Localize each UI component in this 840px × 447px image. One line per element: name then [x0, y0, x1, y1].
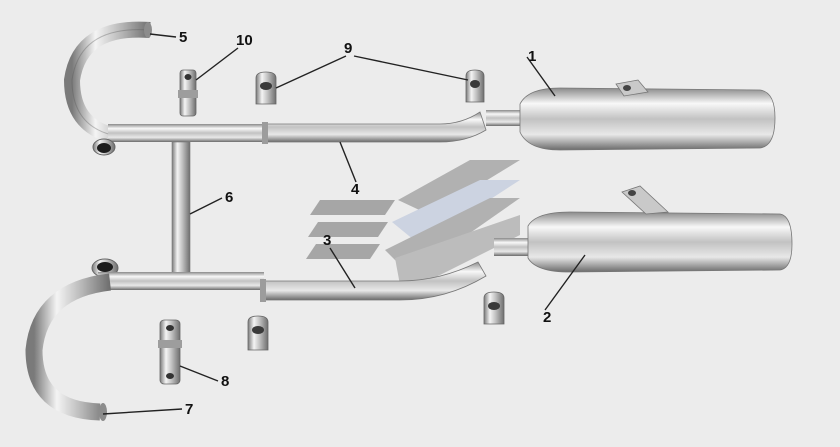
upper-muffler	[486, 79, 776, 151]
leader-9b	[353, 55, 469, 81]
callout-7: 7	[185, 401, 193, 418]
clamp-lower-left	[247, 315, 269, 351]
clamp-bracket-lower	[158, 319, 182, 385]
leader-9a	[275, 55, 347, 89]
leader-2	[544, 254, 586, 311]
clamp-upper-right	[465, 69, 485, 103]
callout-4: 4	[351, 181, 360, 198]
leader-1	[526, 56, 556, 97]
callout-1: 1	[528, 48, 536, 65]
callout-3: 3	[323, 232, 331, 249]
callout-6: 6	[225, 189, 233, 206]
callout-2: 2	[543, 309, 551, 326]
leader-8	[179, 365, 219, 382]
lower-header-pipe	[25, 258, 264, 421]
leader-7	[102, 408, 183, 415]
callout-labels: 1 2 3 4 5 6 7 8 9 10	[179, 29, 551, 418]
leader-10	[195, 47, 239, 81]
brand-logo-watermark	[306, 160, 520, 285]
clamp-lower-right	[483, 291, 505, 325]
lower-mid-pipe	[260, 261, 487, 302]
upper-mid-pipe	[262, 111, 487, 144]
callout-5: 5	[179, 29, 187, 46]
upper-header-pipe	[63, 21, 266, 156]
callout-10: 10	[236, 32, 253, 49]
leader-6	[189, 197, 223, 215]
clamp-bracket-upper	[178, 69, 198, 117]
leader-lines	[102, 33, 586, 415]
clamp-upper-left	[255, 71, 277, 105]
crossover-pipe	[171, 141, 191, 279]
callout-9: 9	[344, 40, 352, 57]
leader-5	[149, 33, 177, 38]
leader-4	[339, 141, 357, 183]
lower-muffler	[494, 185, 793, 273]
callout-8: 8	[221, 373, 229, 390]
leader-3	[329, 247, 356, 289]
